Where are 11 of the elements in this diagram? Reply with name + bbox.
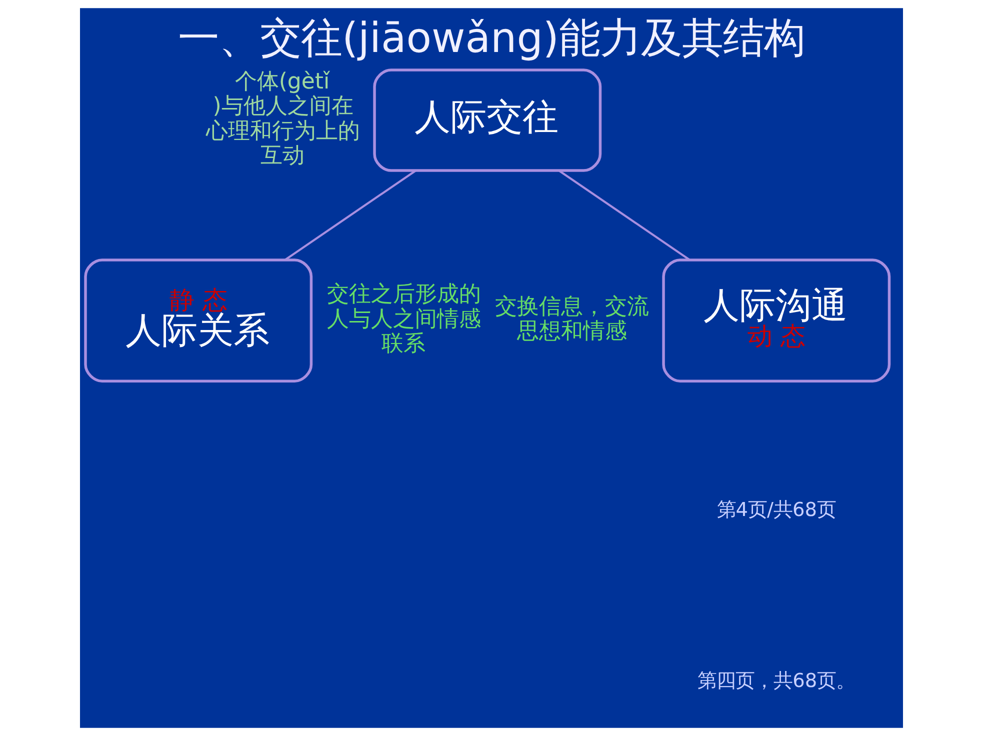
node-label: 交往之后形成的人与人之间情感联系 bbox=[327, 282, 482, 357]
node-label: 个体(gètǐ)与他人之间在心理和行为上的互动 bbox=[206, 69, 360, 169]
label: 第4页/共68页 bbox=[716, 498, 836, 522]
node-label: 交换信息，交流思想和情感 bbox=[494, 294, 649, 344]
label: 第四页，共68页。 bbox=[698, 668, 856, 692]
node-box: 人际交往 bbox=[373, 68, 602, 172]
node-box: 人际沟通 动 态 bbox=[662, 258, 891, 382]
connector bbox=[284, 170, 416, 261]
node-box: 静 态 人际关系 bbox=[84, 258, 313, 382]
diagram-title: 一、交往(jiāowǎng)能力及其结构 bbox=[178, 14, 806, 62]
connector bbox=[558, 170, 690, 261]
